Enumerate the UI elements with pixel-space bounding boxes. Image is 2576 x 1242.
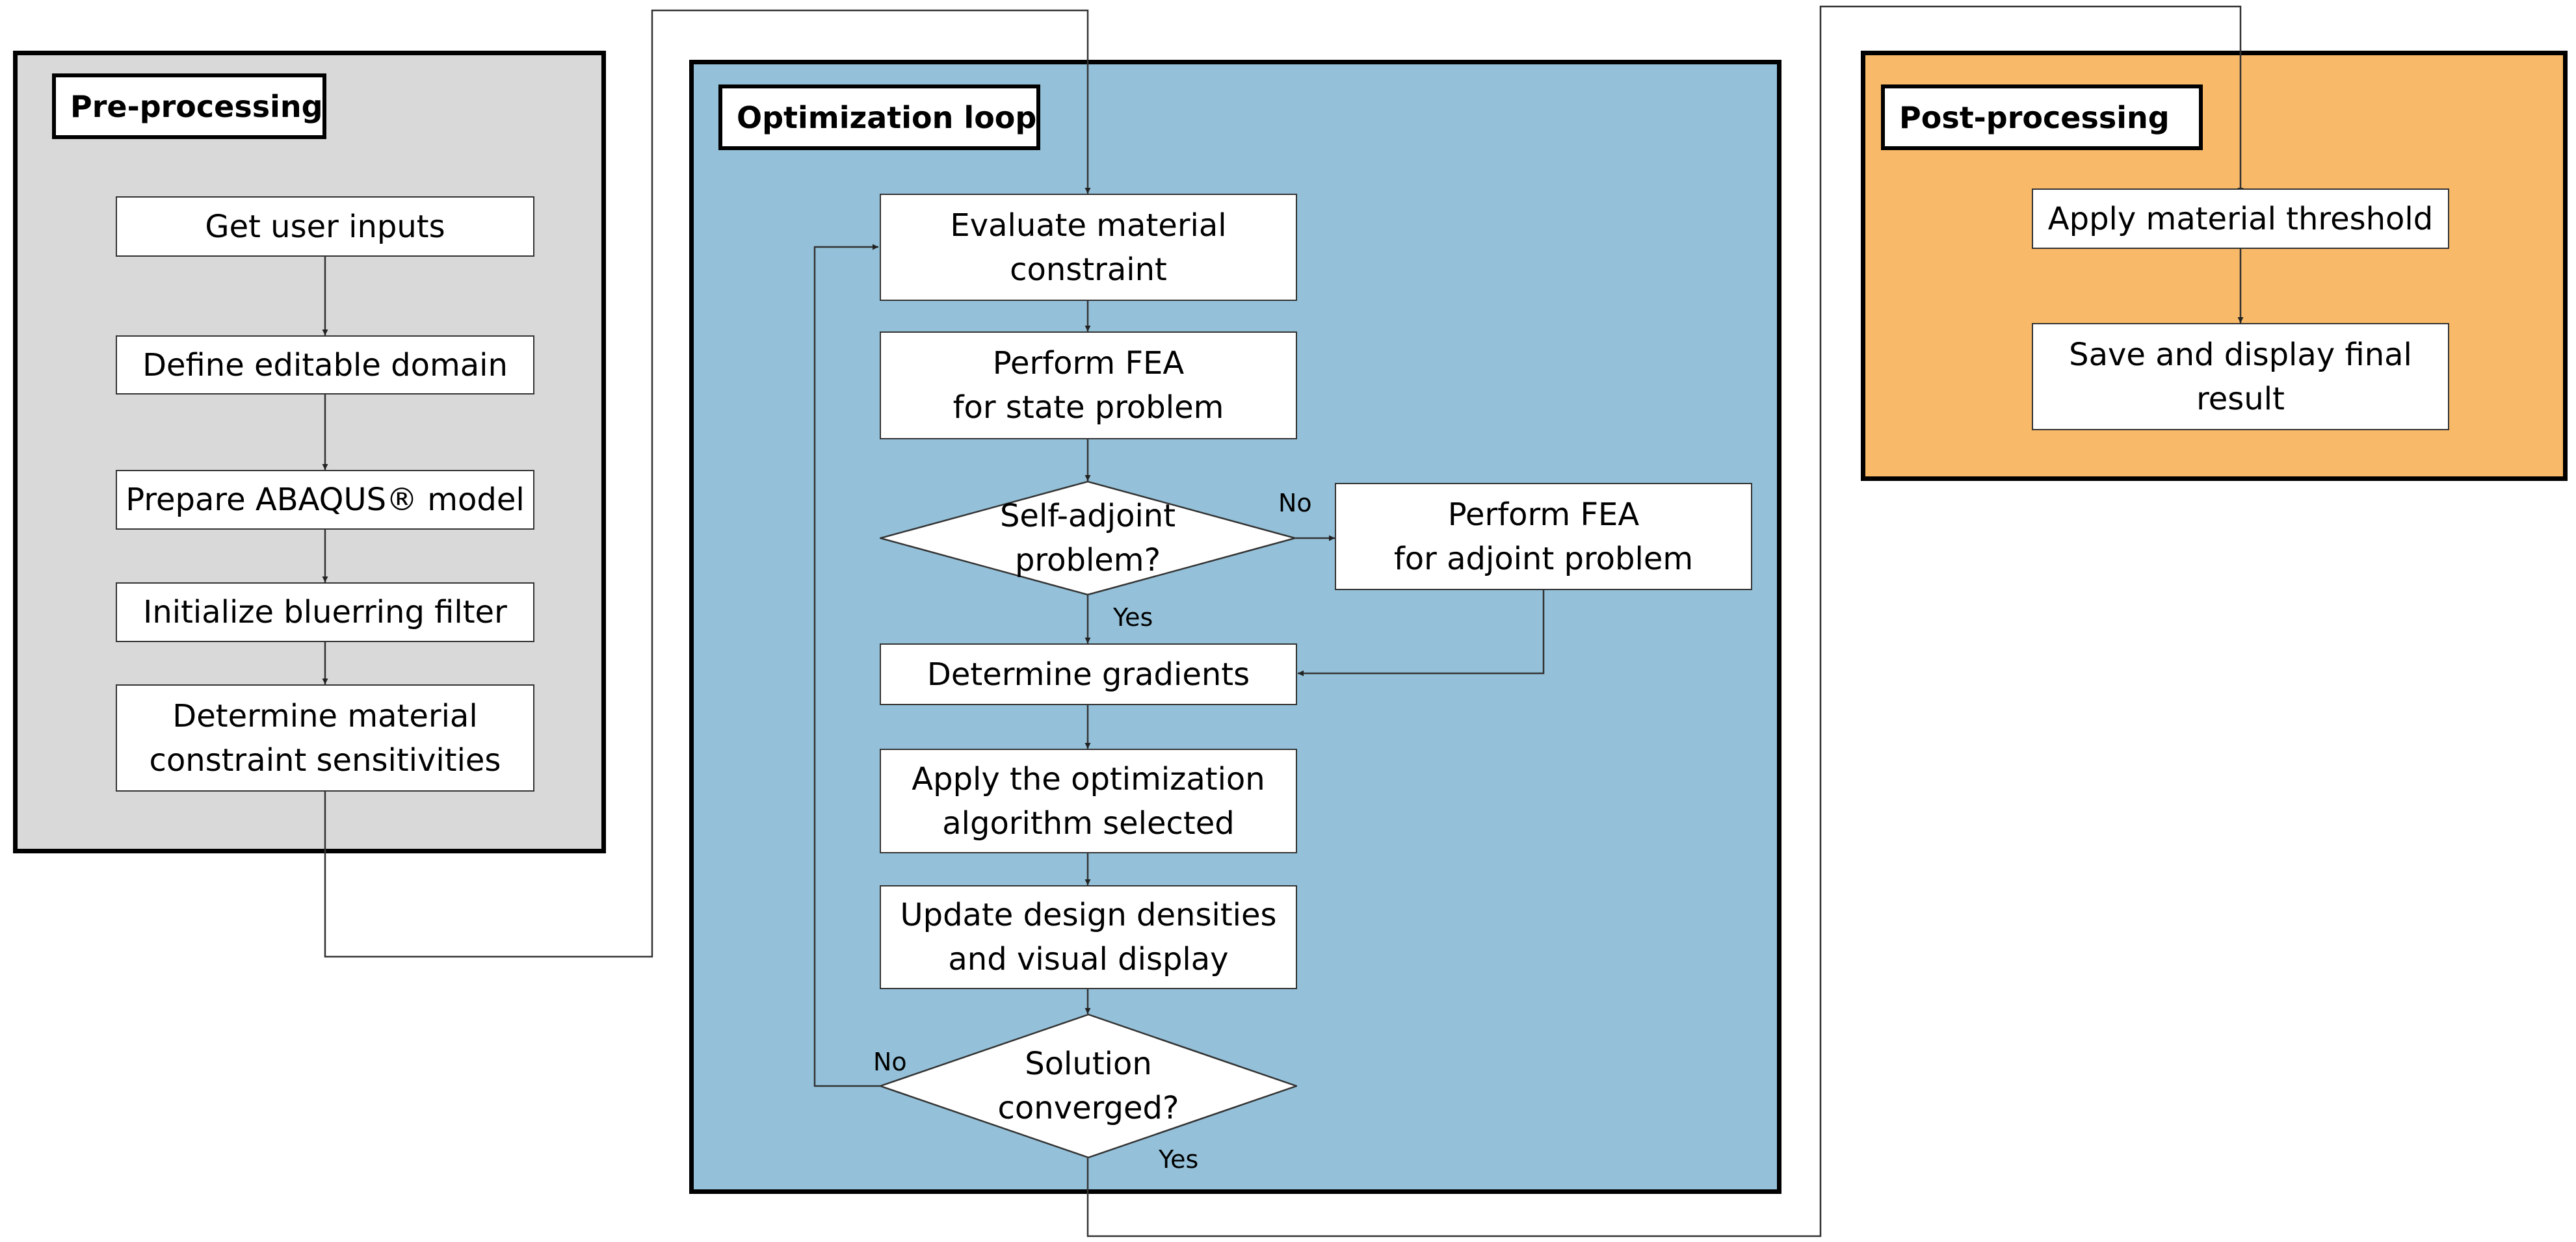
- step-label: Perform FEA for state problem: [953, 345, 1224, 426]
- post-processing-title: Post-processing: [1881, 84, 2203, 150]
- step-label: Determine gradients: [927, 656, 1250, 693]
- step-apply-optimization-algorithm: Apply the optimization algorithm selecte…: [880, 749, 1297, 853]
- step-label: Perform FEA for adjoint problem: [1393, 496, 1694, 577]
- step-label: Save and display final result: [2069, 336, 2412, 417]
- step-fea-adjoint-problem: Perform FEA for adjoint problem: [1335, 483, 1752, 590]
- step-fea-state-problem: Perform FEA for state problem: [880, 331, 1297, 439]
- decision-label: Self-adjoint problem?: [999, 498, 1176, 578]
- step-label: Prepare ABAQUS® model: [125, 482, 525, 518]
- label-yes-converged: Yes: [1159, 1145, 1199, 1174]
- label-yes-self-adjoint: Yes: [1113, 603, 1153, 632]
- connector-pre-to-loop: [324, 9, 1091, 958]
- decision-label: Solution converged?: [997, 1046, 1179, 1126]
- step-save-display-result: Save and display final result: [2032, 323, 2449, 430]
- step-initialize-blurring-filter: Initialize bluerring filter: [116, 582, 534, 642]
- step-label: Apply material threshold: [2047, 200, 2434, 237]
- step-label: Update design densities and visual displ…: [900, 897, 1277, 977]
- label-no-converged: No: [873, 1048, 907, 1076]
- label-no-self-adjoint: No: [1278, 489, 1312, 517]
- decision-self-adjoint: Self-adjoint problem?: [880, 481, 1296, 595]
- step-label: Determine material constraint sensitivit…: [149, 697, 501, 779]
- decision-diamond: [880, 481, 1296, 595]
- step-update-design-densities: Update design densities and visual displ…: [880, 885, 1297, 989]
- arrow-adjoint-to-gradients: [1298, 590, 1545, 677]
- step-apply-material-threshold: Apply material threshold: [2032, 188, 2449, 249]
- step-evaluate-material-constraint: Evaluate material constraint: [880, 194, 1297, 301]
- step-define-editable-domain: Define editable domain: [116, 335, 534, 395]
- pre-processing-title: Pre-processing: [52, 73, 326, 139]
- connector-loop-to-post: [1086, 5, 2244, 1237]
- step-label: Get user inputs: [205, 208, 445, 245]
- step-prepare-abaqus-model: Prepare ABAQUS® model: [116, 470, 534, 530]
- step-get-user-inputs: Get user inputs: [116, 196, 534, 257]
- decision-diamond: [880, 1014, 1297, 1158]
- step-determine-gradients: Determine gradients: [880, 643, 1297, 705]
- decision-solution-converged: Solution converged?: [880, 1014, 1297, 1158]
- step-determine-sensitivities: Determine material constraint sensitivit…: [116, 684, 534, 792]
- step-label: Define editable domain: [142, 346, 508, 383]
- step-label: Initialize bluerring filter: [143, 594, 507, 630]
- optimization-loop-title: Optimization loop: [718, 84, 1040, 150]
- step-label: Evaluate material constraint: [950, 207, 1227, 288]
- arrow-loop-back: [813, 244, 880, 1087]
- step-label: Apply the optimization algorithm selecte…: [912, 760, 1265, 842]
